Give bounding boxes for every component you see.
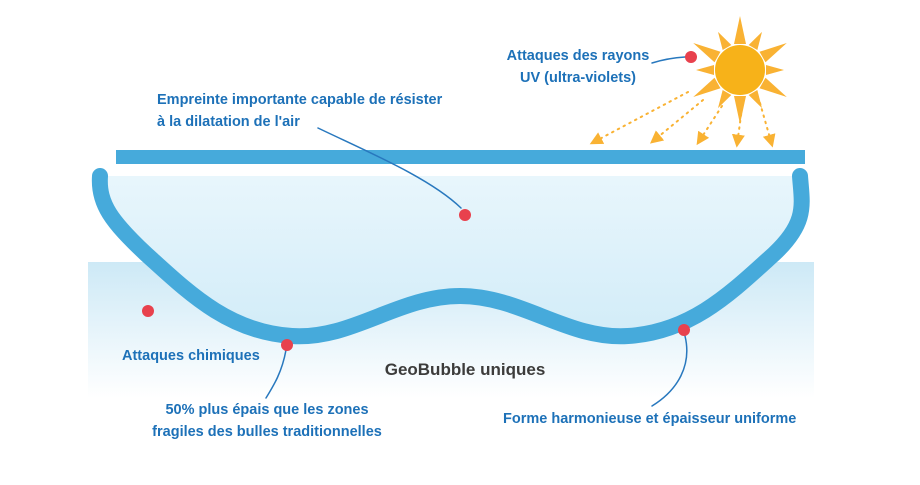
label-air-expansion: Empreinte importante capable de résister… <box>157 90 442 134</box>
leader-air-expansion <box>317 127 462 209</box>
marker-dot-thick-zone <box>281 339 293 351</box>
label-chemical-attack: Attaques chimiques <box>122 348 260 364</box>
marker-dot-chemical <box>142 305 154 317</box>
leader-lines <box>265 56 688 407</box>
diagram-title: GeoBubble uniques <box>384 360 546 379</box>
marker-dot-uniform <box>678 324 690 336</box>
label-thick-zone: 50% plus épais que les zones fragiles de… <box>152 400 382 444</box>
bubble-wall <box>91 168 810 345</box>
label-air-expansion-line1: Empreinte importante capable de résister <box>157 92 443 108</box>
label-uv-line2: UV (ultra-violets) <box>519 69 636 86</box>
label-air-expansion-line2: à la dilatation de l'air <box>157 113 300 130</box>
leader-thick-zone <box>265 349 287 399</box>
cover-top-bar <box>116 150 805 164</box>
label-uniform-shape: Forme harmonieuse et épaisseur uniforme <box>503 411 797 427</box>
label-thick-zone-line2: fragiles des bulles traditionnelles <box>152 423 382 440</box>
sun-icon <box>693 16 787 124</box>
marker-dots <box>142 51 697 351</box>
leader-uv <box>651 56 686 64</box>
uv-ray-arrows <box>589 91 776 148</box>
leader-uniform <box>651 335 688 407</box>
label-thick-zone-line1: 50% plus épais que les zones <box>165 402 369 418</box>
marker-dot-uv <box>685 51 697 63</box>
label-uv-line1: Attaques des rayons <box>506 48 650 64</box>
label-uv-attack: Attaques des rayons UV (ultra-violets) <box>493 46 663 90</box>
bubble-interior <box>99 176 802 337</box>
marker-dot-surface <box>459 209 471 221</box>
